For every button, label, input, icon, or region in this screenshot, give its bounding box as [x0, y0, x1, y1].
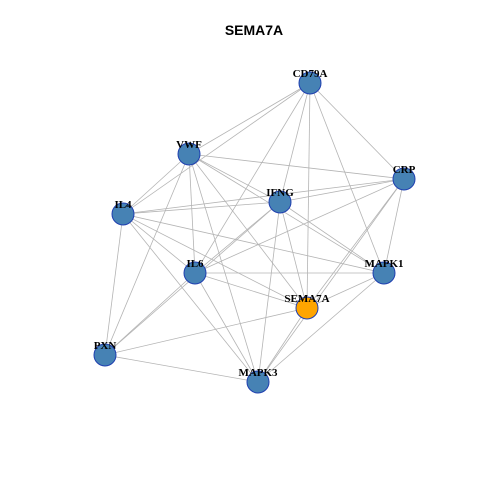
node-label-crp: CRP — [393, 164, 416, 176]
edge-vwf-il6 — [188, 153, 196, 274]
node-vwf[interactable] — [177, 142, 201, 166]
node-crp[interactable] — [392, 167, 416, 191]
node-il4[interactable] — [111, 202, 135, 226]
edge-il4-pxn — [104, 213, 124, 356]
edge-mapk1-mapk3 — [257, 272, 385, 383]
node-label-ifng: IFNG — [266, 187, 294, 199]
edge-vwf-crp — [188, 153, 405, 180]
edge-cd79a-ifng — [279, 82, 311, 203]
node-pxn[interactable] — [93, 343, 117, 367]
edge-vwf-il4 — [122, 153, 190, 215]
edge-il4-mapk1 — [122, 213, 385, 274]
edge-il6-sema7a — [194, 272, 308, 309]
edge-cd79a-sema7a — [306, 82, 311, 309]
node-label-cd79a: CD79A — [293, 68, 328, 80]
edge-cd79a-crp — [309, 82, 405, 180]
edge-il4-sema7a — [122, 213, 308, 309]
edge-crp-il6 — [194, 178, 405, 274]
node-il6[interactable] — [183, 261, 207, 285]
node-label-sema7a: SEMA7A — [284, 293, 329, 305]
edge-vwf-mapk3 — [188, 153, 259, 383]
node-ifng[interactable] — [268, 190, 292, 214]
edge-cd79a-mapk1 — [309, 82, 385, 274]
edge-sema7a-pxn — [104, 307, 308, 356]
edge-mapk1-sema7a — [306, 272, 385, 309]
edge-vwf-pxn — [104, 153, 190, 356]
edge-il6-mapk3 — [194, 272, 259, 383]
edge-ifng-mapk3 — [257, 201, 281, 383]
node-mapk1[interactable] — [372, 261, 396, 285]
edge-ifng-mapk1 — [279, 201, 385, 274]
node-label-mapk3: MAPK3 — [238, 367, 278, 379]
node-label-il6: IL6 — [186, 258, 204, 270]
node-label-vwf: VWF — [176, 139, 202, 151]
edge-sema7a-mapk3 — [257, 307, 308, 383]
edge-il6-pxn — [104, 272, 196, 356]
edge-crp-mapk3 — [257, 178, 405, 383]
node-cd79a[interactable] — [298, 71, 322, 95]
edge-ifng-il6 — [194, 201, 281, 274]
edge-crp-ifng — [279, 178, 405, 203]
edge-cd79a-vwf — [188, 82, 311, 155]
node-mapk3[interactable] — [246, 370, 270, 394]
edge-ifng-sema7a — [279, 201, 308, 309]
edge-cd79a-il4 — [122, 82, 311, 215]
edge-pxn-mapk3 — [104, 354, 259, 383]
edge-il4-ifng — [122, 201, 281, 215]
node-label-il4: IL4 — [114, 199, 132, 211]
edge-vwf-mapk1 — [188, 153, 385, 274]
edge-crp-sema7a — [306, 178, 405, 309]
node-label-mapk1: MAPK1 — [364, 258, 403, 270]
node-layer — [93, 71, 416, 394]
edge-il4-il6 — [122, 213, 196, 274]
edge-crp-mapk1 — [383, 178, 405, 274]
edge-vwf-sema7a — [188, 153, 308, 309]
edge-layer — [104, 82, 405, 383]
edge-il4-mapk3 — [122, 213, 259, 383]
edge-crp-il4 — [122, 178, 405, 215]
edge-vwf-ifng — [188, 153, 281, 203]
edge-cd79a-il6 — [194, 82, 311, 274]
node-label-pxn: PXN — [94, 340, 117, 352]
node-sema7a[interactable] — [295, 296, 319, 320]
diagram-title: SEMA7A — [225, 22, 283, 38]
